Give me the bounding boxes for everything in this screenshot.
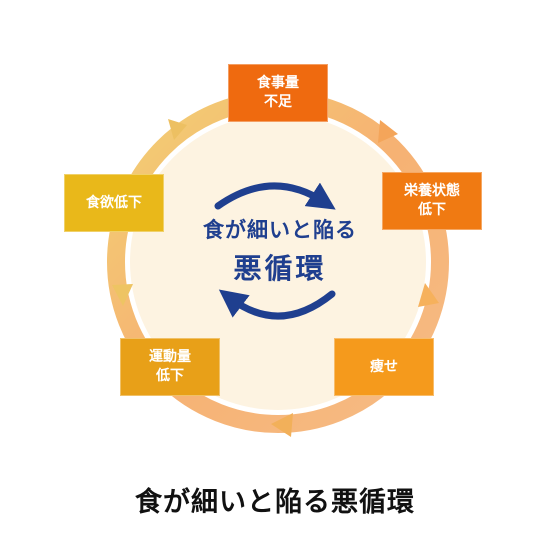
ring-arrow-5 <box>168 119 187 140</box>
ring-arrow-1 <box>378 120 398 143</box>
ring-arrow-2 <box>418 283 439 307</box>
node-nutrition-decline: 栄養状態 低下 <box>382 172 482 230</box>
caption: 食が細いと陥る悪循環 <box>135 487 415 518</box>
node-label: 低下 <box>418 202 446 218</box>
ring-arrow-3 <box>271 413 293 437</box>
node-appetite-decline: 食欲低下 <box>64 174 164 232</box>
node-activity-decline: 運動量 低下 <box>120 338 220 396</box>
center-disc <box>130 114 426 410</box>
node-weight-loss: 痩せ <box>334 338 434 396</box>
node-label: 食事量 <box>257 75 299 91</box>
node-label: 栄養状態 <box>404 183 460 199</box>
ring-arrow-4 <box>112 284 133 306</box>
node-food-intake-shortage: 食事量 不足 <box>228 64 328 122</box>
node-label: 痩せ <box>370 358 398 375</box>
cycle-arrow-bottom-icon <box>218 289 336 320</box>
node-label: 運動量 <box>149 349 191 365</box>
center-title: 食が細いと陥る <box>203 218 357 242</box>
cycle-arrow-top-icon <box>214 182 336 210</box>
node-label: 食欲低下 <box>86 194 142 211</box>
node-label: 不足 <box>264 94 292 110</box>
center-subtitle: 悪循環 <box>233 252 327 285</box>
node-label: 低下 <box>156 368 184 384</box>
